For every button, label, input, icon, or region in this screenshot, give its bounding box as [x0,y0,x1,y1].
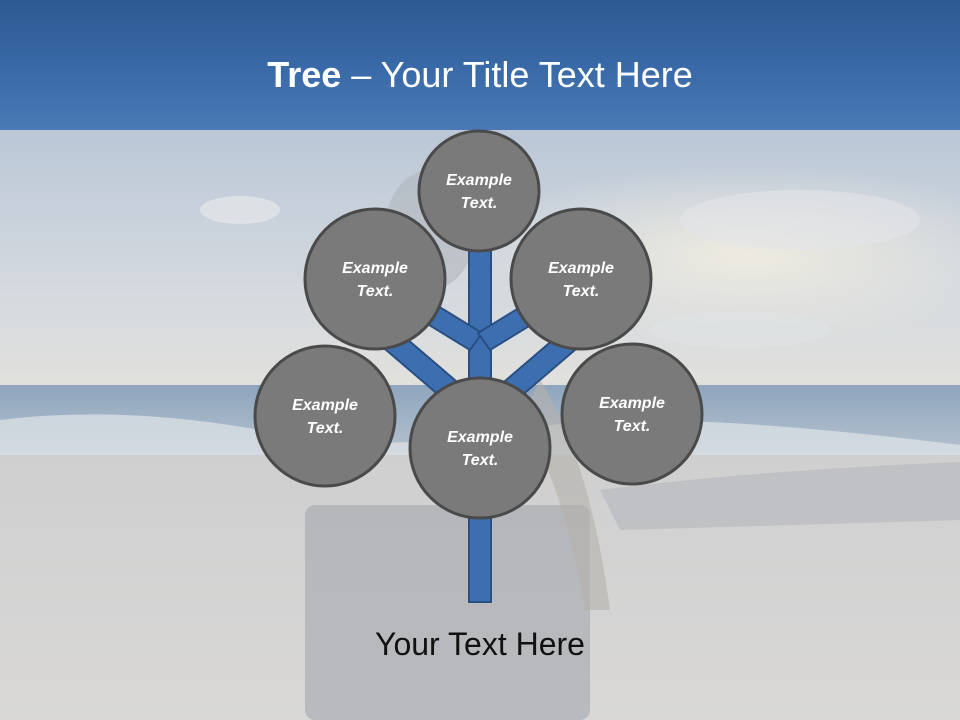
title-bold-word: Tree [267,54,342,95]
node-upper-left: Example Text. [303,207,447,351]
node-upper-left-line1: Example [342,260,408,277]
node-center-line2: Text. [462,452,499,469]
node-top: Example Text. [417,129,541,253]
node-lower-right-line2: Text. [614,418,651,435]
node-center: Example Text. [408,376,552,520]
slide-title: Tree – Your Title Text Here [0,52,960,98]
node-center-line1: Example [447,429,513,446]
node-lower-left: Example Text. [253,344,397,488]
node-lower-right-line1: Example [599,395,665,412]
node-lower-left-line2: Text. [307,420,344,437]
node-top-line1: Example [446,172,512,189]
node-upper-right-line2: Text. [563,283,600,300]
node-top-line2: Text. [461,195,498,212]
node-lower-right: Example Text. [560,342,704,486]
title-bar [0,0,960,130]
title-separator: – [341,54,381,95]
node-upper-right-line1: Example [548,260,614,277]
node-upper-left-line2: Text. [357,283,394,300]
footer-caption: Your Text Here [375,626,585,662]
node-lower-left-line1: Example [292,397,358,414]
node-upper-right: Example Text. [509,207,653,351]
title-text: Your Title Text Here [380,54,693,95]
